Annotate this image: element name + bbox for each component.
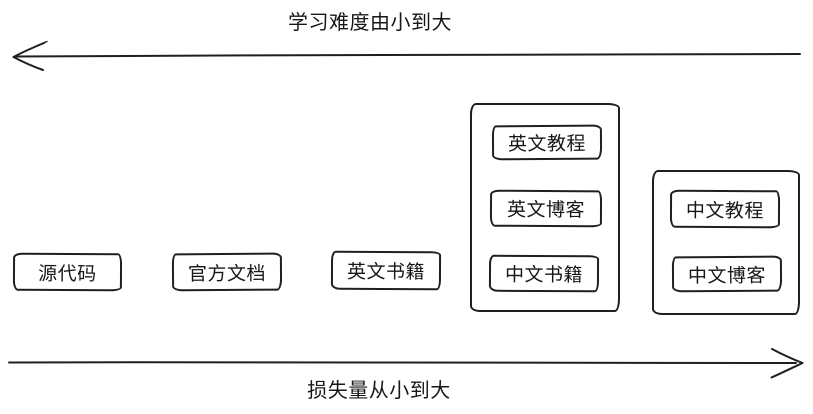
- node-official-docs: 官方文档: [171, 252, 283, 292]
- node-label: 中文教程: [685, 200, 765, 222]
- node-label: 英文教程: [507, 133, 587, 156]
- node-chinese-blogs: 中文博客: [671, 255, 783, 293]
- loss-axis-label: 损失量从小到大: [307, 380, 451, 402]
- node-source-code: 源代码: [12, 252, 123, 292]
- node-english-books: 英文书籍: [330, 250, 442, 291]
- node-label: 英文博客: [506, 199, 586, 222]
- node-label: 源代码: [38, 263, 97, 285]
- node-group-2: 中文教程 中文博客: [652, 170, 800, 315]
- arrow-left-icon: [12, 40, 801, 71]
- node-label: 英文书籍: [346, 261, 426, 284]
- node-label: 官方文档: [187, 263, 267, 285]
- node-label: 中文书籍: [504, 264, 584, 287]
- node-chinese-tutorials: 中文教程: [669, 189, 781, 229]
- node-english-blogs: 英文博客: [489, 189, 603, 228]
- node-english-tutorials: 英文教程: [491, 124, 603, 161]
- arrow-right-icon: [8, 348, 804, 379]
- difficulty-axis-label: 学习难度由小到大: [288, 12, 452, 34]
- node-chinese-books: 中文书籍: [488, 254, 600, 293]
- node-label: 中文博客: [687, 265, 767, 287]
- node-group-1: 英文教程 英文博客 中文书籍: [470, 103, 620, 312]
